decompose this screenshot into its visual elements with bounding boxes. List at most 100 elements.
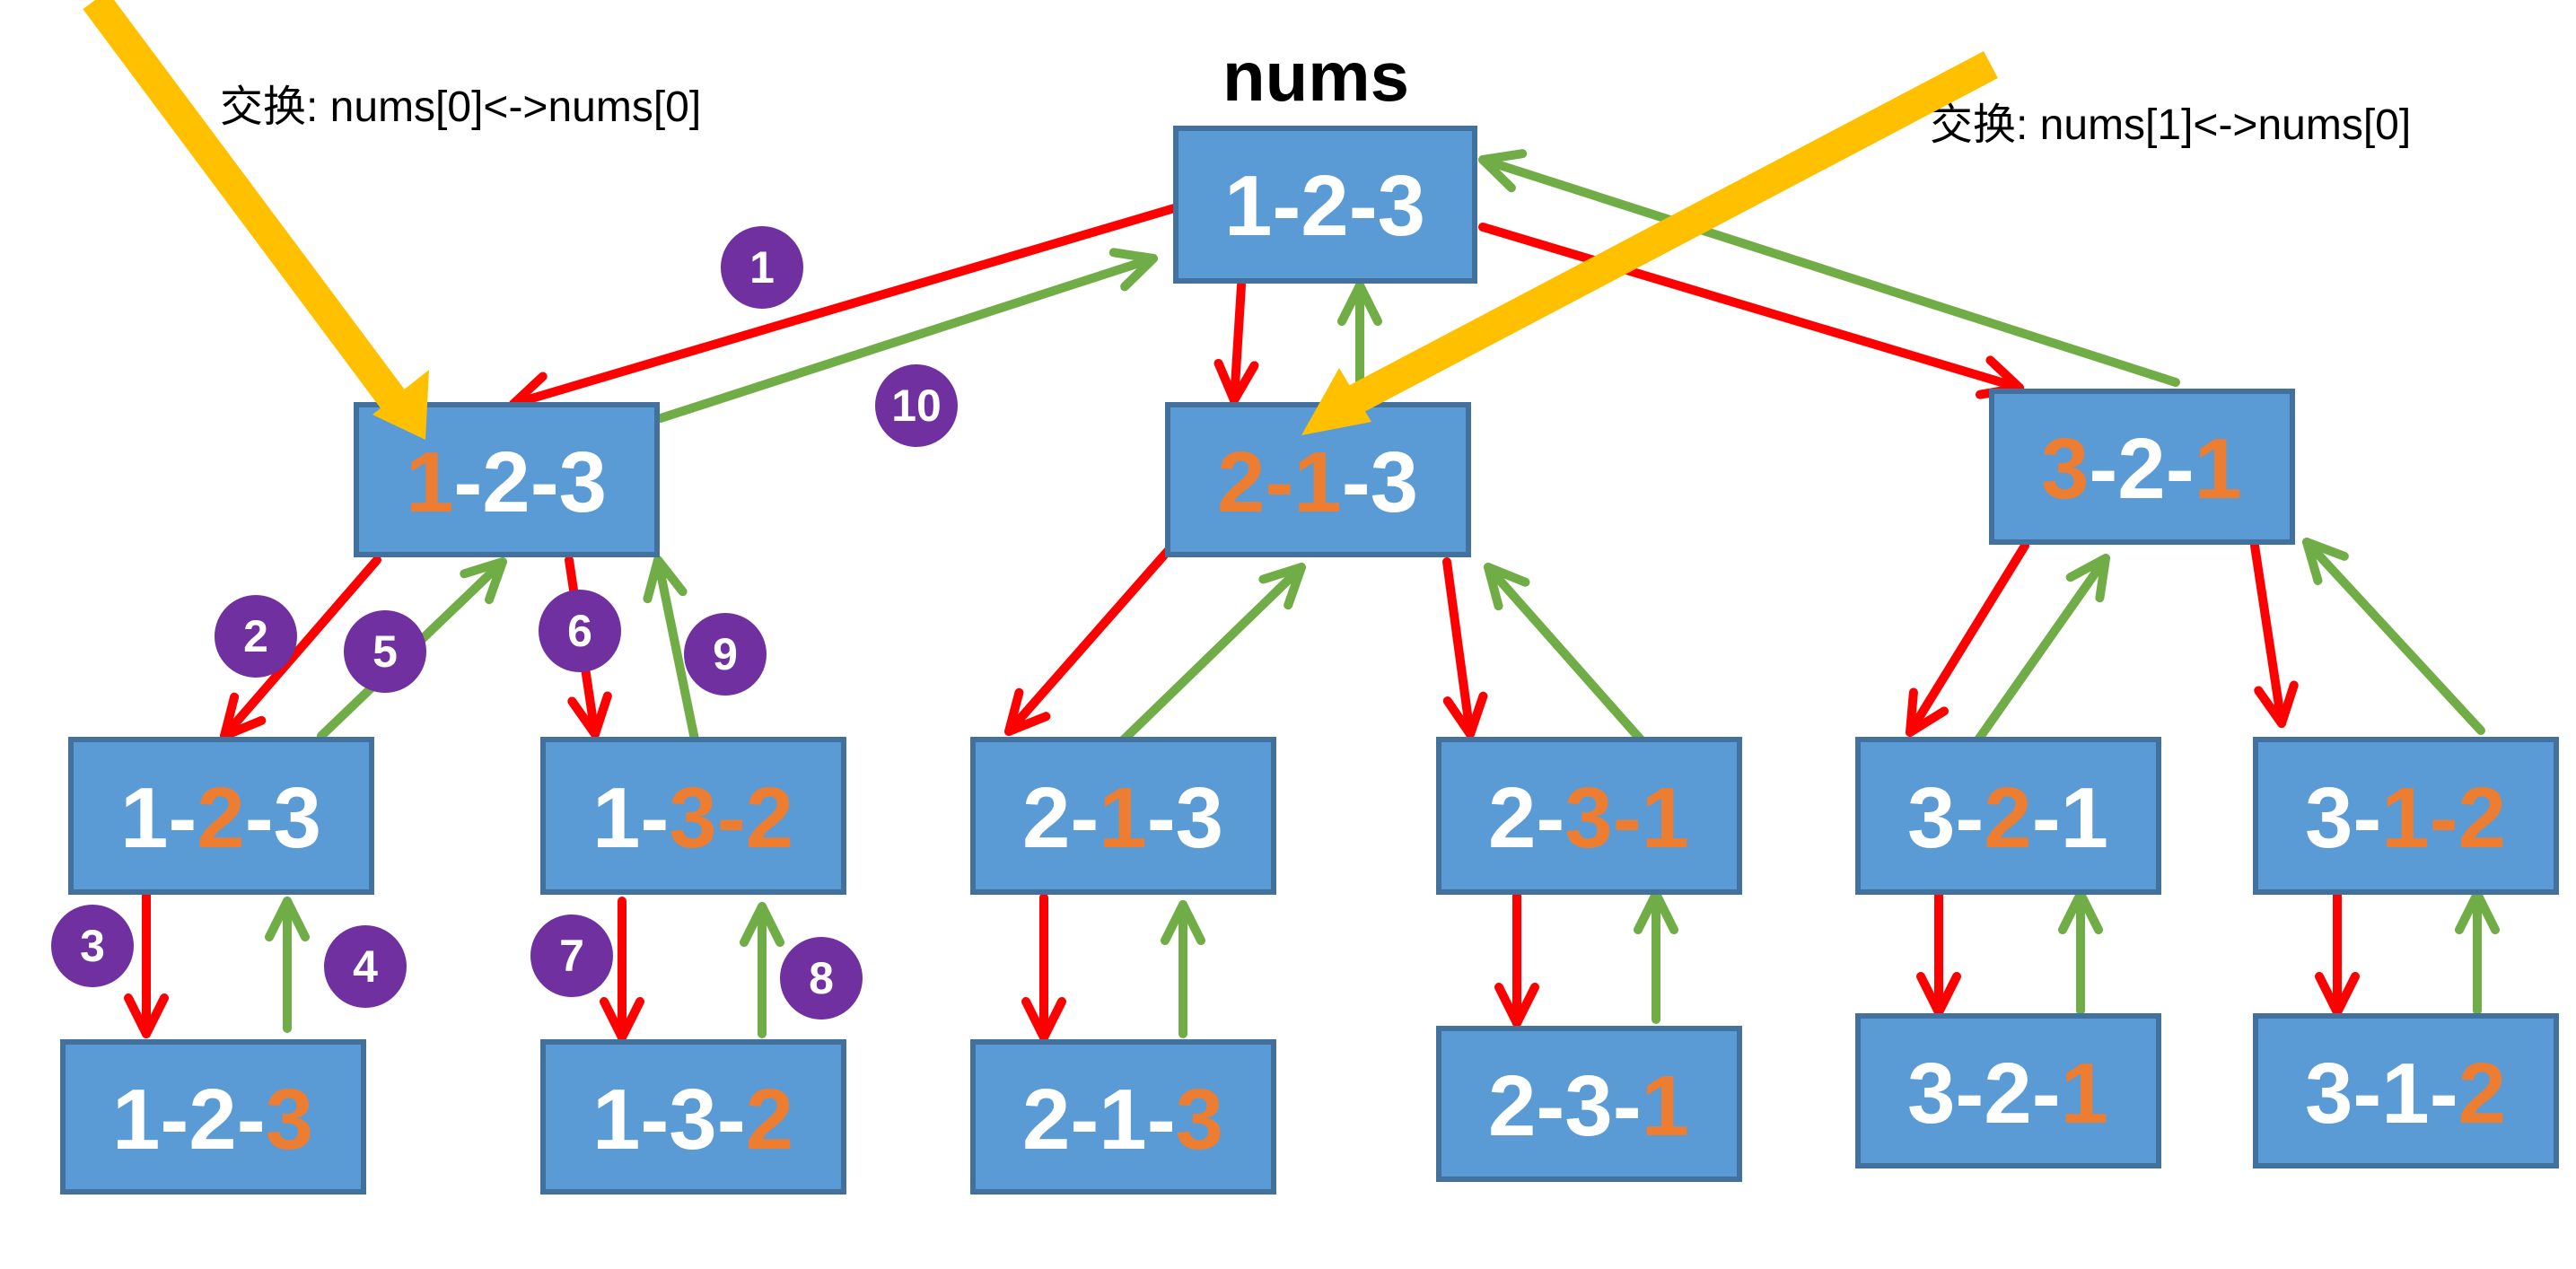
node-level3-c: 2-1-3 — [970, 1039, 1276, 1195]
svg-text:1-2-3: 1-2-3 — [120, 770, 321, 866]
svg-text:1-3-2: 1-3-2 — [592, 770, 793, 866]
svg-text:8: 8 — [809, 953, 834, 1003]
recurse-arrow — [2250, 541, 2299, 728]
backtrack-arrow — [656, 248, 1158, 423]
recurse-arrows — [124, 202, 2360, 1042]
highlighted-digits: 3-1 — [1564, 770, 1689, 866]
node-level3-a: 1-2-3 — [60, 1039, 366, 1195]
recurse-arrow — [1214, 281, 1259, 405]
svg-text:2-1-3: 2-1-3 — [1217, 434, 1418, 530]
node-digits: 3- — [1907, 770, 1984, 866]
pointer-arrow-right — [1301, 50, 1998, 435]
highlighted-digits: 2 — [197, 770, 244, 866]
svg-text:3-2-1: 3-2-1 — [2041, 421, 2242, 517]
step-badge-7: 7 — [530, 915, 613, 997]
highlighted-digits: 1 — [1642, 1058, 1689, 1154]
recurse-arrow — [509, 202, 1185, 416]
backtrack-arrow — [1970, 554, 2110, 749]
svg-text:3: 3 — [80, 921, 105, 971]
step-badge-4: 4 — [324, 925, 407, 1008]
svg-text:3-2-1: 3-2-1 — [1907, 770, 2108, 866]
step-badge-6: 6 — [539, 590, 621, 672]
recurse-arrow — [220, 556, 381, 740]
node-digits: 3- — [2305, 770, 2381, 866]
highlighted-digits: 1 — [406, 434, 453, 530]
highlighted-digits: 1 — [1099, 770, 1146, 866]
svg-text:2-3-1: 2-3-1 — [1488, 770, 1689, 866]
backtrack-arrow — [643, 556, 699, 744]
node-digits: 1- — [592, 770, 669, 866]
node-level3-f: 3-1-2 — [2253, 1013, 2559, 1168]
node-digits: -3 — [1342, 434, 1418, 530]
highlighted-digits: 1-2 — [2381, 770, 2506, 866]
svg-text:1-2-3: 1-2-3 — [112, 1072, 313, 1168]
backtrack-arrow — [1478, 149, 2180, 387]
svg-text:1-2-3: 1-2-3 — [406, 434, 607, 530]
node-level3-e: 3-2-1 — [1855, 1013, 2161, 1168]
node-digits: 2-3- — [1488, 1058, 1642, 1154]
node-level3-d: 2-3-1 — [1436, 1026, 1742, 1182]
svg-text:1-3-2: 1-3-2 — [592, 1072, 793, 1168]
node-digits: 1-3- — [592, 1072, 746, 1168]
step-badge-9: 9 — [684, 613, 767, 696]
step-badge-5: 5 — [344, 610, 426, 693]
node-digits: 2-1- — [1022, 1072, 1176, 1168]
node-digits: 2- — [1488, 770, 1564, 866]
svg-text:9: 9 — [713, 629, 738, 679]
recurse-arrow — [1906, 541, 2029, 737]
node-digits: -3 — [245, 770, 321, 866]
node-level1-c: 3-2-1 — [1989, 389, 2295, 545]
svg-text:3-1-2: 3-1-2 — [2305, 770, 2506, 866]
node-level2-d: 2-3-1 — [1436, 737, 1742, 895]
svg-text:1: 1 — [749, 242, 775, 293]
highlighted-digits: 2 — [1984, 770, 2031, 866]
recurse-arrow — [1442, 557, 1488, 739]
svg-text:1-2-3: 1-2-3 — [1224, 158, 1425, 254]
svg-text:6: 6 — [567, 606, 592, 656]
backtrack-arrow — [1484, 563, 1658, 758]
swap-annotation-right: 交换: nums[1]<->nums[0] — [1930, 101, 2411, 149]
svg-text:4: 4 — [353, 941, 378, 992]
highlighted-digits: 2-1 — [1217, 434, 1342, 530]
node-digits: 3-1- — [2305, 1046, 2458, 1142]
pointer-arrow-left — [83, 0, 429, 440]
highlighted-digits: 1 — [2195, 421, 2242, 517]
svg-text:2: 2 — [243, 611, 268, 661]
node-level3-b: 1-3-2 — [540, 1039, 846, 1195]
node-level2-f: 3-1-2 — [2253, 737, 2559, 895]
node-level2-c: 2-1-3 — [970, 737, 1276, 895]
backtrack-arrow — [2302, 538, 2485, 735]
svg-text:10: 10 — [891, 381, 942, 431]
node-digits: 3-2- — [1907, 1046, 2061, 1142]
node-digits: 2- — [1022, 770, 1099, 866]
node-level2-e: 3-2-1 — [1855, 737, 2161, 895]
highlighted-digits: 3-2 — [669, 770, 793, 866]
array-title: nums — [1222, 37, 1409, 116]
highlighted-digits: 3 — [266, 1072, 313, 1168]
node-root: 1-2-3 — [1173, 126, 1477, 284]
svg-text:5: 5 — [372, 626, 398, 677]
highlighted-digits: 3 — [1176, 1072, 1223, 1168]
step-badge-1: 1 — [721, 226, 803, 309]
node-digits: -2-3 — [453, 434, 607, 530]
node-level1-b: 2-1-3 — [1165, 402, 1471, 557]
node-digits: -2- — [2089, 421, 2194, 517]
step-badge-10: 10 — [875, 364, 958, 447]
node-digits: 1- — [120, 770, 197, 866]
highlighted-digits: 3 — [2041, 421, 2089, 517]
recurse-arrow — [1004, 547, 1172, 736]
step-badge-3: 3 — [51, 905, 134, 987]
backtrack-arrows — [265, 149, 2500, 1038]
svg-text:2-1-3: 2-1-3 — [1022, 770, 1223, 866]
node-digits: 1-2-3 — [1224, 158, 1425, 254]
node-digits: 1-2- — [112, 1072, 266, 1168]
node-digits: -1 — [2032, 770, 2108, 866]
highlighted-digits: 2 — [746, 1072, 793, 1168]
highlighted-digits: 2 — [2458, 1046, 2506, 1142]
step-badge-2: 2 — [215, 595, 297, 678]
recurse-arrow — [1478, 223, 2024, 399]
swap-annotation-left: 交换: nums[0]<->nums[0] — [220, 83, 701, 131]
svg-text:2-3-1: 2-3-1 — [1488, 1058, 1689, 1154]
node-digits: -3 — [1147, 770, 1223, 866]
